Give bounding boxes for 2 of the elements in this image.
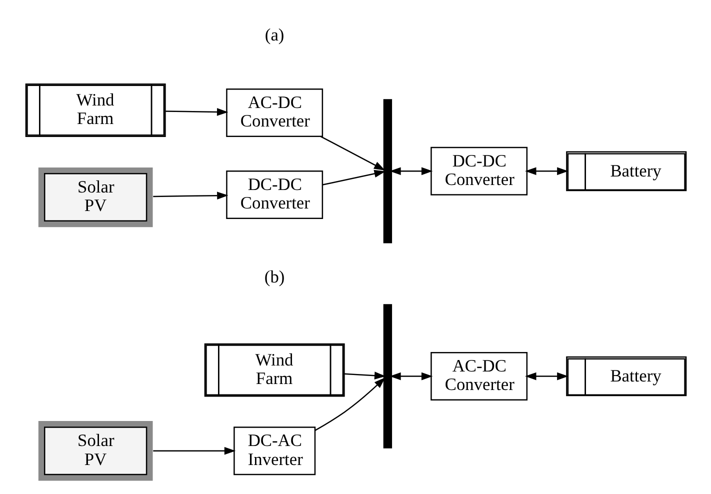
label: (a) (264, 24, 284, 44)
label: (b) (264, 266, 284, 287)
